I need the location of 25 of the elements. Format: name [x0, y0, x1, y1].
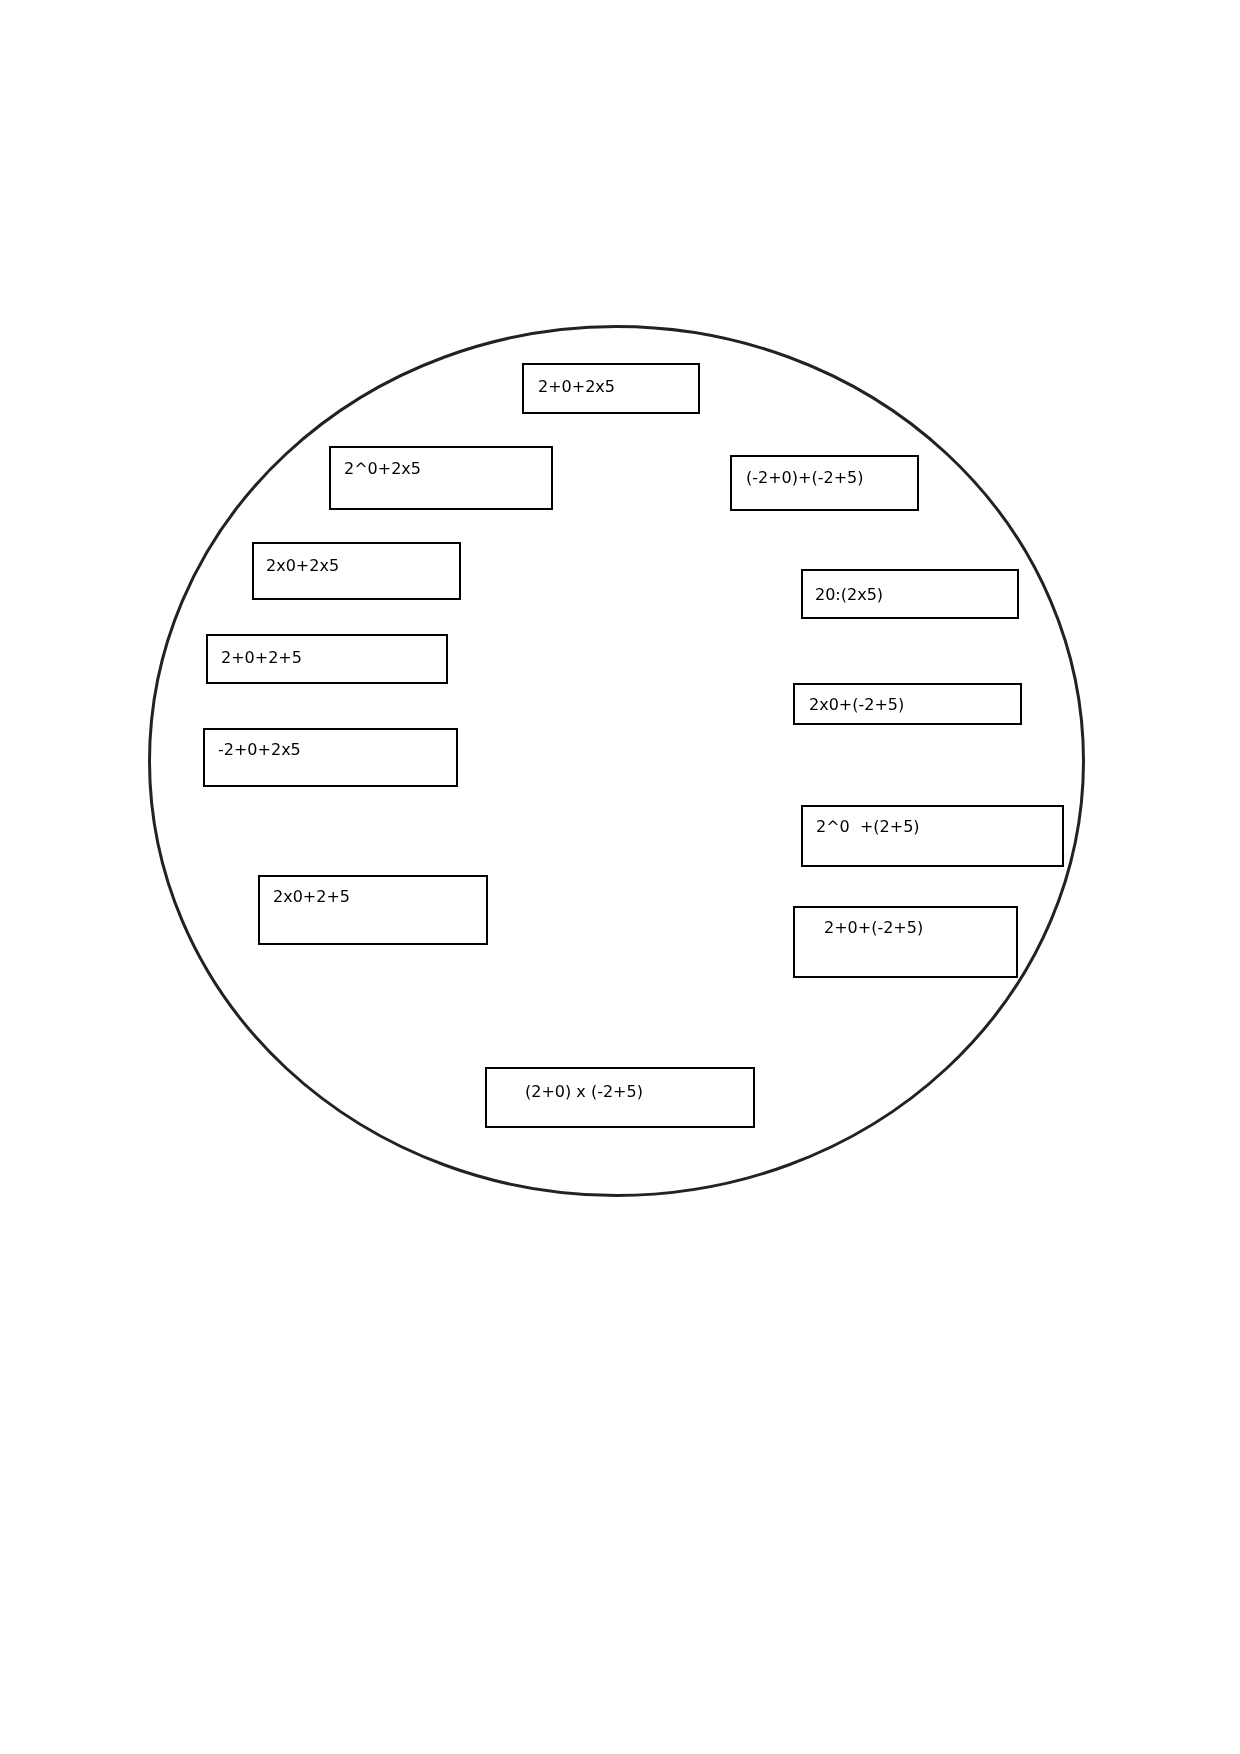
- expression-box: [793, 906, 1018, 978]
- math-expression: 2+0+2+5: [221, 647, 302, 667]
- math-expression: 2x0+(-2+5): [809, 694, 905, 714]
- math-expression: (-2+0)+(-2+5): [746, 467, 864, 487]
- expression-box: [801, 569, 1019, 619]
- math-expression: 2+0+(-2+5): [824, 917, 924, 937]
- expression-box: [730, 455, 919, 511]
- math-expression: 2+0+2x5: [538, 376, 615, 396]
- math-expression: 2x0+2+5: [273, 886, 350, 906]
- expression-box: [329, 446, 553, 510]
- math-expression: 2x0+2x5: [266, 555, 340, 575]
- math-expression: -2+0+2x5: [218, 739, 301, 759]
- expression-box: [801, 805, 1064, 867]
- expression-box: [522, 363, 700, 414]
- math-expression: 2^0 +(2+5): [816, 816, 920, 836]
- math-expression: 2^0+2x5: [344, 458, 421, 478]
- math-expression: 20:(2x5): [815, 584, 884, 604]
- expression-box: [793, 683, 1022, 725]
- expression-box: [206, 634, 448, 684]
- expression-box: [485, 1067, 755, 1128]
- expression-box: [203, 728, 458, 787]
- expression-box: [258, 875, 488, 945]
- large-circle-outline: [148, 325, 1085, 1197]
- expression-box: [252, 542, 461, 600]
- math-expression: (2+0) x (-2+5): [525, 1081, 643, 1101]
